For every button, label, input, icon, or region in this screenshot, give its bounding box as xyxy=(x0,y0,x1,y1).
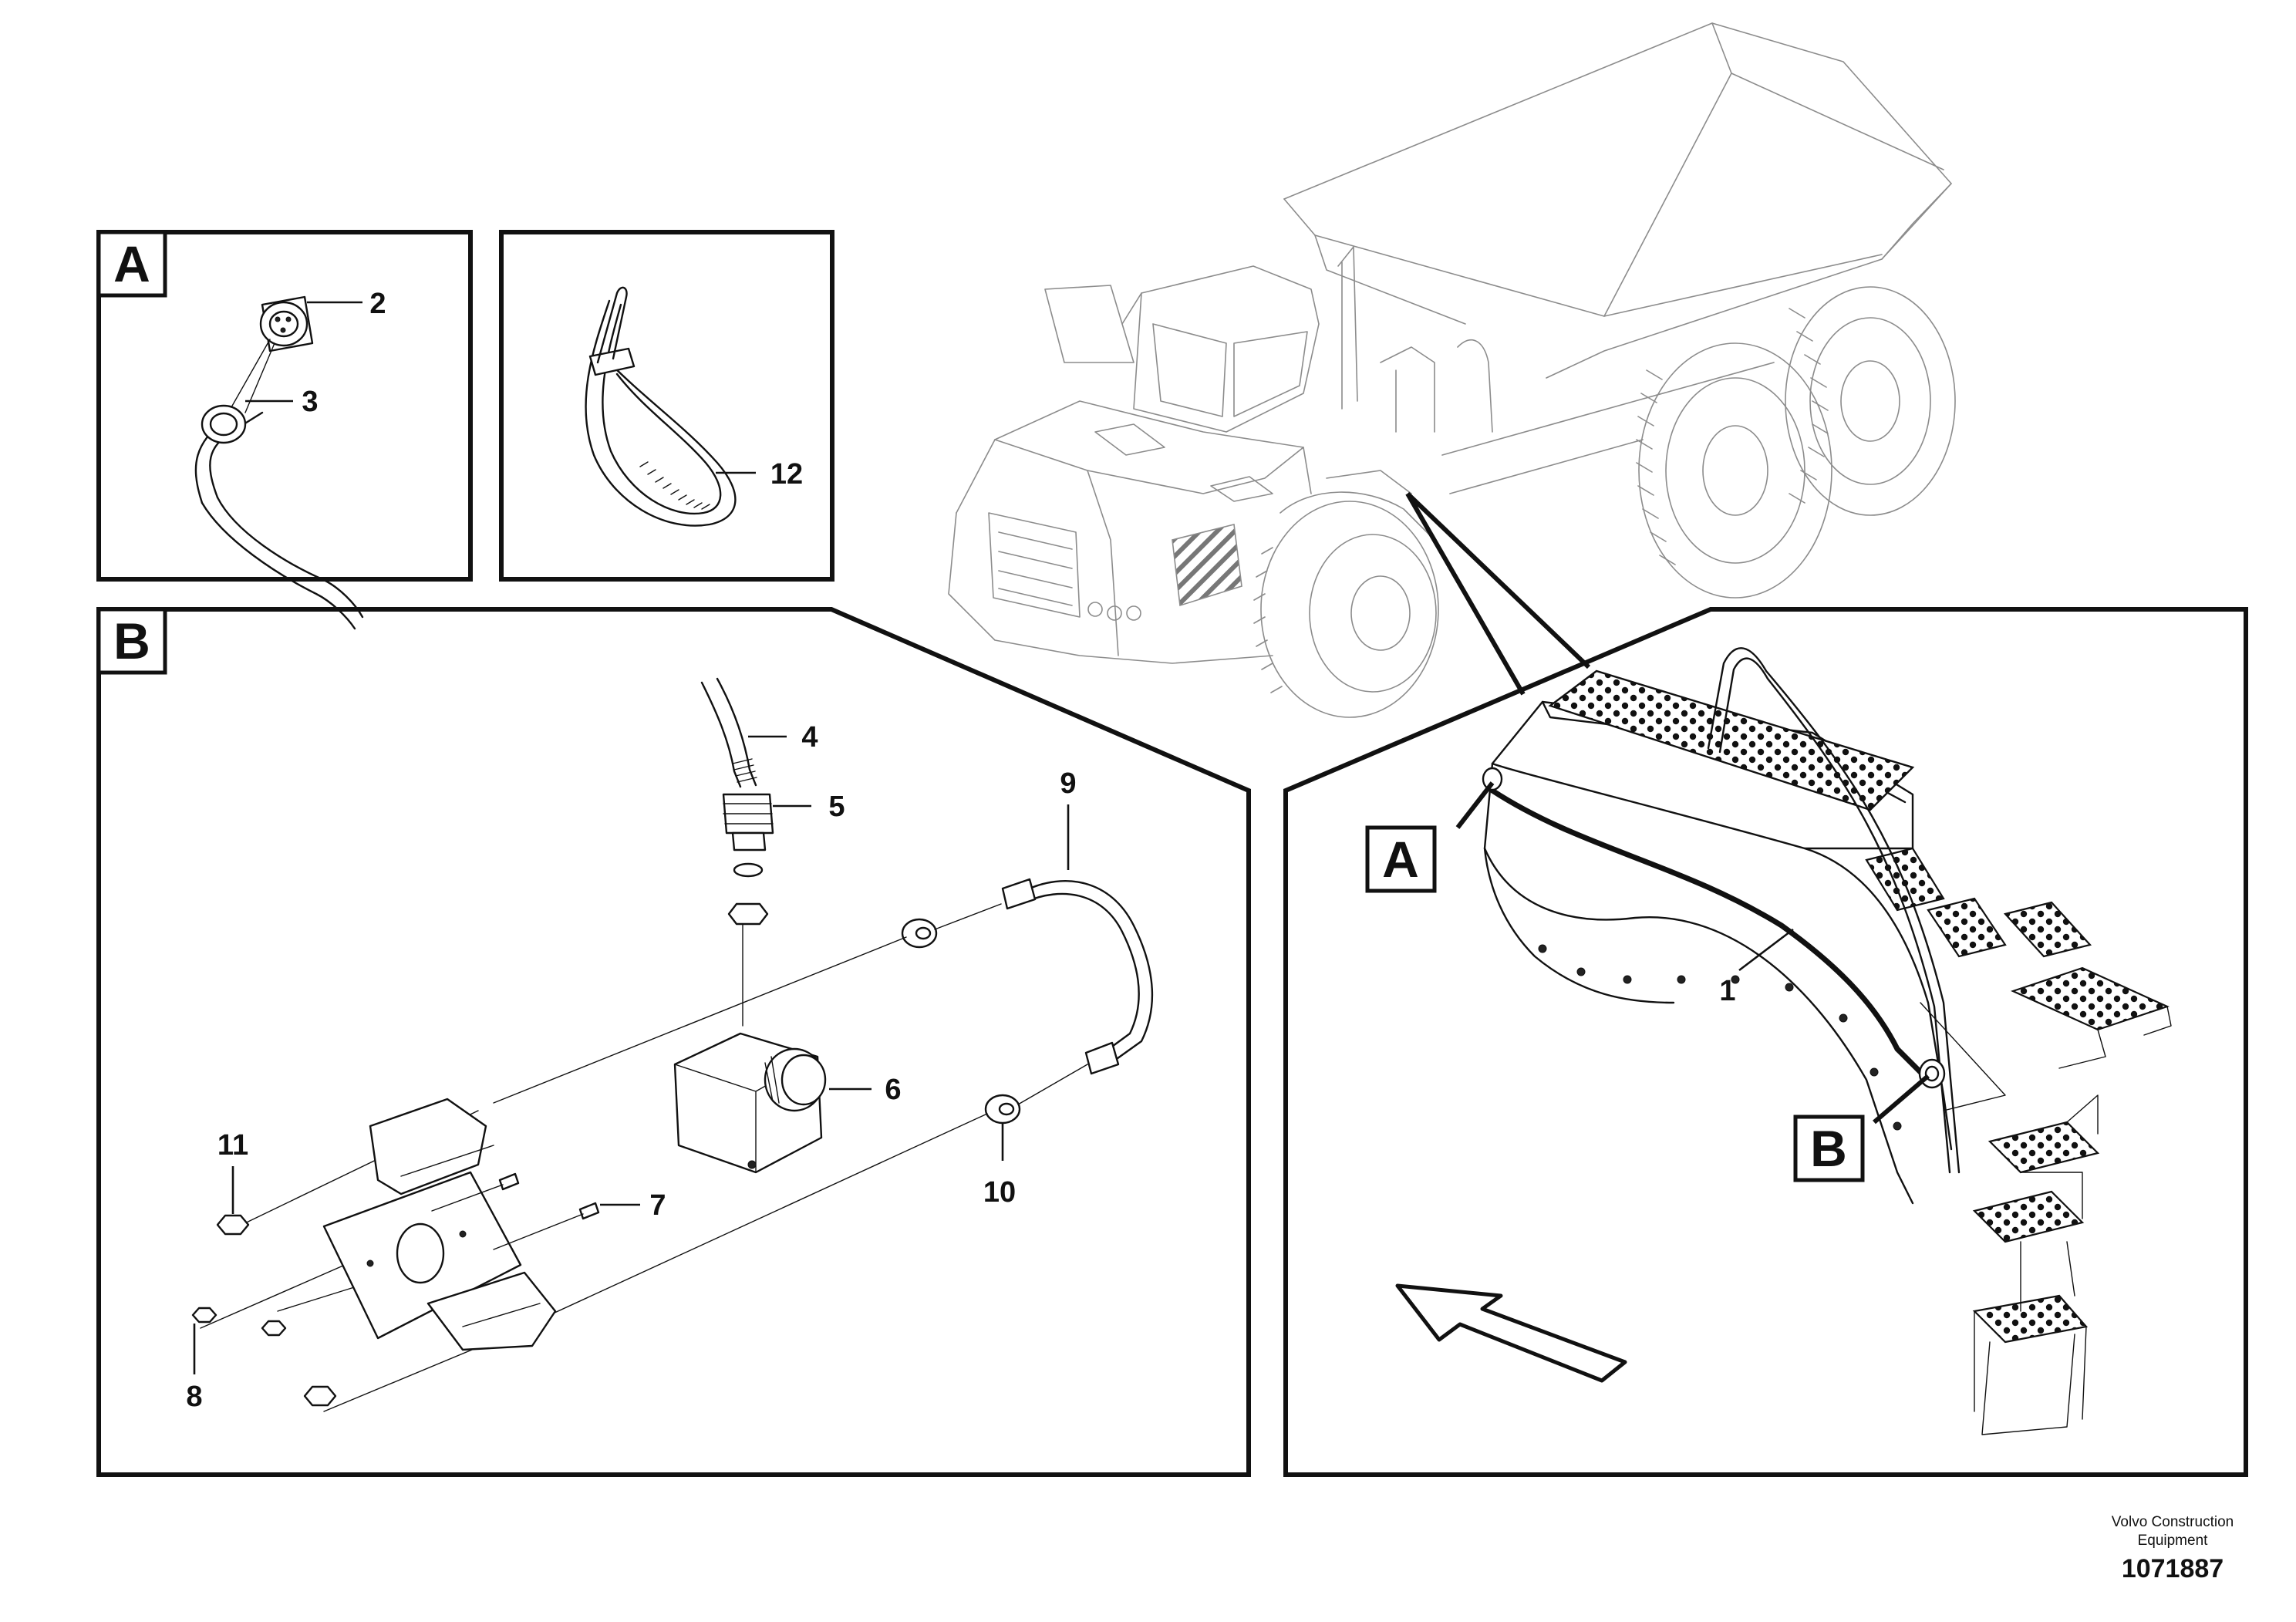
location-tag-a-box xyxy=(1365,825,1437,893)
leader-tag-a xyxy=(1455,781,1495,829)
direction-arrow xyxy=(1395,1283,1627,1383)
fender-step-illustration xyxy=(1482,647,2172,1435)
company-name-line2: Equipment xyxy=(2138,1533,2209,1549)
location-tag-a: A xyxy=(1382,831,1419,888)
detail-label-a: A xyxy=(113,235,150,292)
detail-panel-b xyxy=(96,607,1251,1477)
callout-12: 12 xyxy=(770,458,803,491)
sensor-assembly-b xyxy=(191,677,1154,1412)
detail-label-b: B xyxy=(113,612,150,669)
callout-2: 2 xyxy=(369,288,386,320)
callout-1: 1 xyxy=(1719,975,1735,1007)
company-name-line1: Volvo Construction xyxy=(2112,1514,2234,1530)
detail-pointer-lines xyxy=(1405,491,1591,696)
drawing-number: 1071887 xyxy=(2122,1554,2224,1583)
detail-label-box-a xyxy=(96,230,167,298)
callout-7: 7 xyxy=(649,1189,666,1222)
leader-tag-b xyxy=(1873,1074,1930,1125)
callout-5: 5 xyxy=(828,791,845,823)
detail-panel-fender xyxy=(1283,607,2248,1477)
detail-label-box-b xyxy=(96,607,167,675)
callout-3: 3 xyxy=(302,386,318,418)
detail-panel-a xyxy=(96,230,473,582)
callout-11: 11 xyxy=(217,1129,248,1162)
location-tag-b-box xyxy=(1793,1114,1865,1182)
callout-4: 4 xyxy=(801,721,818,754)
leader-1 xyxy=(1738,928,1794,972)
dump-truck-illustration xyxy=(948,22,1956,718)
callout-6: 6 xyxy=(885,1074,901,1106)
cable-tie-12 xyxy=(585,286,737,527)
callout-10: 10 xyxy=(983,1176,1016,1209)
callout-9: 9 xyxy=(1060,767,1076,800)
detail-panel-cable-tie xyxy=(499,230,834,582)
location-tag-b: B xyxy=(1810,1120,1847,1177)
callout-8: 8 xyxy=(186,1381,202,1413)
